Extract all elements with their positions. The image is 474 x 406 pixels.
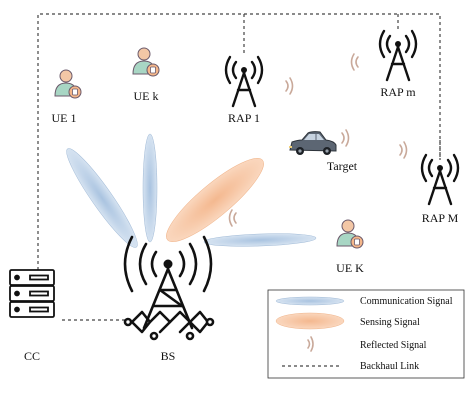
legend-sensing-label: Sensing Signal bbox=[360, 317, 420, 328]
reflected-wave-2 bbox=[350, 53, 359, 71]
bs-label: BS bbox=[161, 349, 176, 363]
legend-communication-swatch bbox=[275, 296, 345, 306]
backhaul-links bbox=[37, 13, 441, 321]
cc-server-icon bbox=[9, 269, 55, 318]
ue-K-user-icon bbox=[336, 219, 364, 249]
ue-1-user-icon bbox=[54, 69, 82, 99]
comm-beam-ueK bbox=[203, 233, 317, 247]
backhaul-top bbox=[37, 13, 441, 270]
cc-label: CC bbox=[24, 349, 40, 363]
legend-backhaul-label: Backhaul Link bbox=[360, 361, 419, 372]
reflected-signals bbox=[228, 53, 408, 227]
legend-communication-label: Communication Signal bbox=[360, 296, 453, 307]
comm-beam-uek bbox=[142, 133, 158, 243]
legend-reflected-label: Reflected Signal bbox=[360, 340, 427, 351]
ue-1-label: UE 1 bbox=[52, 111, 77, 125]
rap-1-antenna-icon bbox=[224, 55, 264, 108]
reflected-wave-3 bbox=[341, 129, 350, 147]
ue-k-user-icon bbox=[132, 47, 160, 77]
rap-1-label: RAP 1 bbox=[228, 111, 260, 125]
ue-K-label: UE K bbox=[336, 261, 364, 275]
reflected-wave-4 bbox=[399, 141, 408, 159]
rap-M-antenna-icon bbox=[420, 153, 460, 206]
rap-M-label: RAP M bbox=[422, 211, 459, 225]
legend-reflected-swatch bbox=[307, 336, 314, 352]
comm-beam-ue1 bbox=[66, 148, 138, 248]
legend-sensing-swatch bbox=[275, 312, 345, 330]
target-label: Target bbox=[327, 159, 358, 173]
target-car-icon bbox=[289, 131, 337, 155]
bs-tower-icon bbox=[123, 235, 215, 341]
legend: Communication Signal Sensing Signal Refl… bbox=[267, 289, 465, 379]
reflected-wave-1 bbox=[285, 77, 294, 95]
rap-m-antenna-icon bbox=[378, 29, 418, 82]
ue-k-label: UE k bbox=[134, 89, 159, 103]
sensing-beam bbox=[166, 158, 264, 242]
communication-beams bbox=[66, 133, 317, 248]
rap-m-label: RAP m bbox=[380, 85, 416, 99]
reflected-wave-5 bbox=[228, 209, 237, 227]
